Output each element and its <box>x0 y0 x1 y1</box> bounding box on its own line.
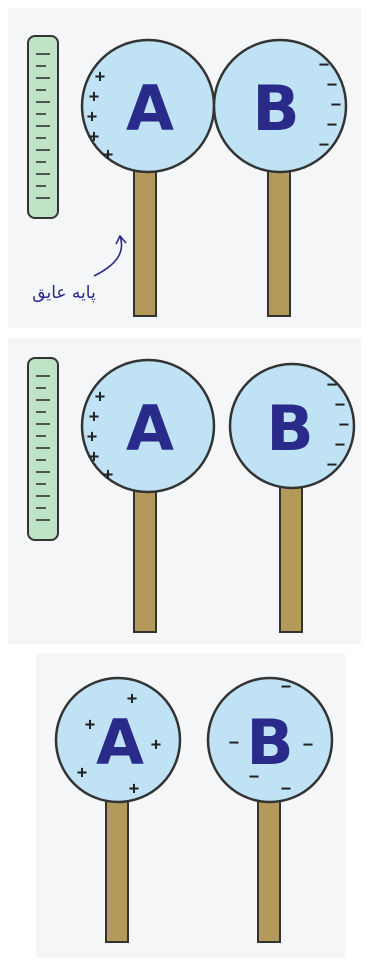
charge-plus: + <box>129 779 139 799</box>
charge-minus: − <box>319 135 329 155</box>
charge-plus: + <box>77 763 87 783</box>
sphere-a-label: A <box>126 72 174 145</box>
ruler-icon <box>28 358 58 540</box>
charge-plus: + <box>103 145 113 165</box>
panel-2-spheres-separated: A B + + + + + − − − − − <box>8 338 361 644</box>
stand-a <box>134 166 156 316</box>
charge-plus: + <box>103 465 113 485</box>
panel-1-drawing: A B + + + + + − − − − − پایه عایق <box>8 8 361 328</box>
charge-minus: − <box>335 435 345 455</box>
charge-plus: + <box>87 427 97 447</box>
charge-minus: − <box>229 733 239 753</box>
charge-plus: + <box>85 715 95 735</box>
sphere-b-label: B <box>252 72 299 145</box>
charge-minus: − <box>327 455 337 475</box>
charge-minus: − <box>335 395 345 415</box>
sphere-b-label: B <box>266 392 313 465</box>
stand-b <box>268 166 290 316</box>
sphere-a-label: A <box>126 392 174 465</box>
stand-a <box>134 484 156 632</box>
panel-2-drawing: A B + + + + + − − − − − <box>8 338 361 644</box>
charge-plus: + <box>95 387 105 407</box>
charge-minus: − <box>249 767 259 787</box>
charge-plus: + <box>89 407 99 427</box>
ruler-icon <box>28 36 58 218</box>
charge-minus: − <box>303 735 313 755</box>
charge-plus: + <box>87 107 97 127</box>
panel-3-charges-redistributed: A B + + + + + − − − − − <box>36 654 346 958</box>
charge-minus: − <box>339 415 349 435</box>
charge-minus: − <box>331 95 341 115</box>
charge-plus: + <box>89 447 99 467</box>
charge-plus: + <box>89 87 99 107</box>
charge-plus: + <box>151 735 161 755</box>
stand-b <box>258 796 280 942</box>
charge-plus: + <box>127 689 137 709</box>
charge-plus: + <box>95 67 105 87</box>
charge-minus: − <box>327 375 337 395</box>
panel-1-spheres-touching: A B + + + + + − − − − − پایه عایق <box>8 8 361 328</box>
charge-minus: − <box>319 55 329 75</box>
stand-a <box>106 796 128 942</box>
charge-plus: + <box>89 127 99 147</box>
panel-3-drawing: A B + + + + + − − − − − <box>36 654 346 958</box>
charge-minus: − <box>327 115 337 135</box>
charge-minus: − <box>327 75 337 95</box>
sphere-a-label: A <box>96 706 144 779</box>
stand-b <box>280 484 302 632</box>
charge-minus: − <box>281 779 291 799</box>
charge-minus: − <box>281 677 291 697</box>
insulating-stand-label: پایه عایق <box>32 283 96 303</box>
